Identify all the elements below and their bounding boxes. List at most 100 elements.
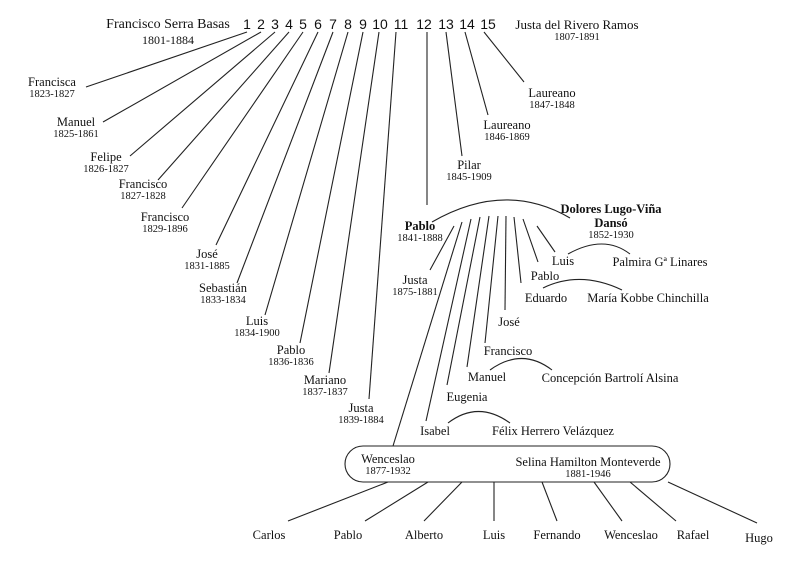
wenceslao-person: Wenceslao 1877-1932	[361, 452, 415, 478]
root-father-dates: 1801-1884	[141, 33, 194, 47]
child-15: Laureano 1847-1848	[528, 86, 575, 112]
child-7-dates: 1833-1834	[200, 295, 246, 306]
child-10: Mariano 1837-1837	[302, 373, 348, 399]
child-14-dates: 1846-1869	[484, 132, 530, 143]
w-child-pablo: Pablo	[333, 528, 363, 542]
wenceslao-couple-box	[344, 445, 671, 483]
line-child-13	[445, 31, 463, 157]
child-14: Laureano 1846-1869	[483, 118, 530, 144]
line-pablo-manuel	[466, 215, 490, 368]
line-pablo-eugenia	[446, 216, 481, 386]
line-w-fernando	[541, 481, 558, 522]
child-4-dates: 1827-1828	[120, 191, 166, 202]
child-15-dates: 1847-1848	[529, 100, 575, 111]
line-w-pablo	[364, 481, 429, 522]
w-child-wenceslao: Wenceslao	[604, 528, 658, 542]
line-pablo-wenceslao	[392, 221, 463, 447]
child-13-dates: 1845-1909	[446, 172, 492, 183]
child-6-name: José	[196, 247, 218, 261]
child-number-12: 12	[416, 16, 432, 32]
child-4-name: Francisco	[118, 177, 168, 191]
line-child-15	[483, 31, 525, 83]
child-1: Francisca 1823-1827	[28, 75, 76, 101]
selina-person: Selina Hamilton Monteverde 1881-1946	[515, 455, 660, 481]
pablo-child-justa: Justa 1875-1881	[392, 273, 438, 299]
child-8-dates: 1834-1900	[234, 328, 280, 339]
line-w-rafael	[629, 481, 677, 522]
pablo-child-justa-name: Justa	[402, 273, 428, 287]
marriage-arc-luis	[567, 243, 631, 255]
dolores-name-line2: Dansó	[594, 216, 628, 230]
marriage-arc-manuel	[489, 358, 553, 371]
w-child-rafael: Rafael	[676, 528, 710, 542]
child-8: Luis 1834-1900	[234, 314, 280, 340]
child-2-dates: 1825-1861	[53, 129, 99, 140]
w-child-luis: Luis	[482, 528, 506, 542]
child-14-name: Laureano	[483, 118, 531, 132]
wenceslao-dates: 1877-1932	[365, 466, 411, 477]
line-child-6	[215, 31, 319, 246]
child-6-dates: 1831-1885	[184, 261, 230, 272]
child-9: Pablo 1836-1836	[268, 343, 314, 369]
child-3: Felipe 1826-1827	[83, 150, 129, 176]
line-child-14	[464, 31, 489, 116]
child-9-name: Pablo	[276, 343, 306, 357]
line-w-wenceslao	[593, 481, 623, 522]
line-child-4	[157, 31, 290, 181]
line-pablo-isabel	[425, 218, 472, 422]
child-number-5: 5	[299, 16, 307, 32]
child-1-dates: 1823-1827	[29, 89, 75, 100]
child-7: Sebastián 1833-1834	[199, 281, 247, 307]
wenceslao-name: Wenceslao	[361, 452, 415, 466]
child-number-13: 13	[438, 16, 454, 32]
pablo-child-eduardo: Eduardo	[524, 291, 568, 305]
eduardo-spouse: María Kobbe Chinchilla	[587, 291, 709, 305]
child-6: José 1831-1885	[184, 247, 230, 273]
child-3-dates: 1826-1827	[83, 164, 129, 175]
pablo-child-jose: José	[498, 315, 520, 329]
line-child-7	[236, 31, 334, 284]
child-number-14: 14	[459, 16, 475, 32]
dolores-dates: 1852-1930	[588, 230, 634, 241]
child-13: Pilar 1845-1909	[446, 158, 492, 184]
child-number-10: 10	[372, 16, 388, 32]
child-11: Justa 1839-1884	[338, 401, 384, 427]
line-child-8	[264, 31, 349, 316]
child-number-1: 1	[243, 16, 251, 32]
child-number-4: 4	[285, 16, 293, 32]
root-father: Francisco Serra Basas 1801-1884	[106, 17, 230, 47]
pablo-person: Pablo 1841-1888	[397, 219, 443, 245]
pablo-child-eugenia: Eugenia	[446, 390, 488, 404]
line-w-hugo	[667, 481, 758, 524]
child-number-8: 8	[344, 16, 352, 32]
child-5-dates: 1829-1896	[142, 224, 188, 235]
child-10-dates: 1837-1837	[302, 387, 348, 398]
line-pablo-francisco	[484, 215, 499, 344]
pablo-child-manuel: Manuel	[467, 370, 507, 384]
line-w-carlos	[287, 481, 389, 522]
line-child-9	[299, 31, 364, 344]
pablo-name: Pablo	[404, 219, 436, 233]
line-child-10	[328, 31, 380, 374]
root-mother-name: Justa del Rivero Ramos	[515, 17, 639, 32]
child-11-dates: 1839-1884	[338, 415, 384, 426]
selina-name: Selina Hamilton Monteverde	[515, 455, 661, 469]
child-2-name: Manuel	[56, 115, 96, 129]
isabel-spouse: Félix Herrero Velázquez	[492, 424, 614, 438]
child-10-name: Mariano	[303, 373, 347, 387]
selina-dates: 1881-1946	[565, 469, 611, 480]
line-pablo-luis	[536, 225, 556, 253]
child-number-15: 15	[480, 16, 496, 32]
child-1-name: Francisca	[28, 75, 76, 89]
pablo-child-pablo: Pablo	[530, 269, 560, 283]
child-4: Francisco 1827-1828	[119, 177, 168, 203]
line-pablo-eduardo	[513, 216, 522, 284]
child-9-dates: 1836-1836	[268, 357, 314, 368]
w-child-alberto: Alberto	[404, 528, 444, 542]
root-mother: Justa del Rivero Ramos 1807-1891	[515, 18, 638, 44]
child-5: Francisco 1829-1896	[141, 210, 190, 236]
marriage-arc-pablo	[431, 199, 571, 223]
root-father-name: Francisco Serra Basas	[106, 17, 230, 32]
child-number-7: 7	[329, 16, 337, 32]
